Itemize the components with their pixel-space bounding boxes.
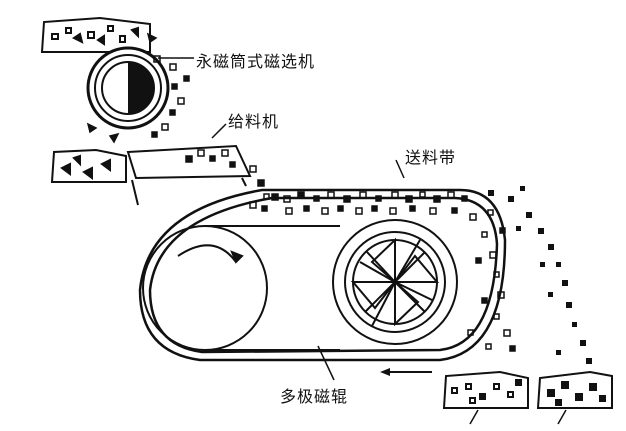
nonmagnetic-bin (536, 370, 613, 409)
left-hopper (50, 148, 127, 183)
label-multipole-roller: 多极磁辊 (280, 387, 349, 406)
label-drum-separator: 永磁筒式磁选机 (196, 52, 316, 71)
upper-hopper (40, 16, 151, 53)
magnetic-trajectory (467, 209, 516, 352)
feeder-chute (126, 144, 252, 206)
left-roller (142, 225, 340, 351)
feeder-leader-line (211, 123, 227, 139)
roller-leader-line (317, 345, 335, 381)
nonmagnetic-trajectory (488, 186, 592, 364)
belt-leader-line (395, 159, 405, 179)
magnetic-bin (442, 370, 529, 409)
bin-leader-right (557, 409, 567, 425)
belt-direction-arrow (380, 368, 432, 376)
label-feeder: 给料机 (228, 112, 280, 131)
bin-leader-left (469, 409, 479, 425)
feeder-particles (185, 149, 270, 200)
label-conveyor-belt: 送料带 (405, 148, 457, 167)
magnetic-drum (86, 46, 170, 130)
belt-material (249, 191, 468, 215)
drum-particles (86, 32, 190, 144)
multipole-roller (332, 219, 458, 345)
conveyor-belt (138, 188, 507, 362)
